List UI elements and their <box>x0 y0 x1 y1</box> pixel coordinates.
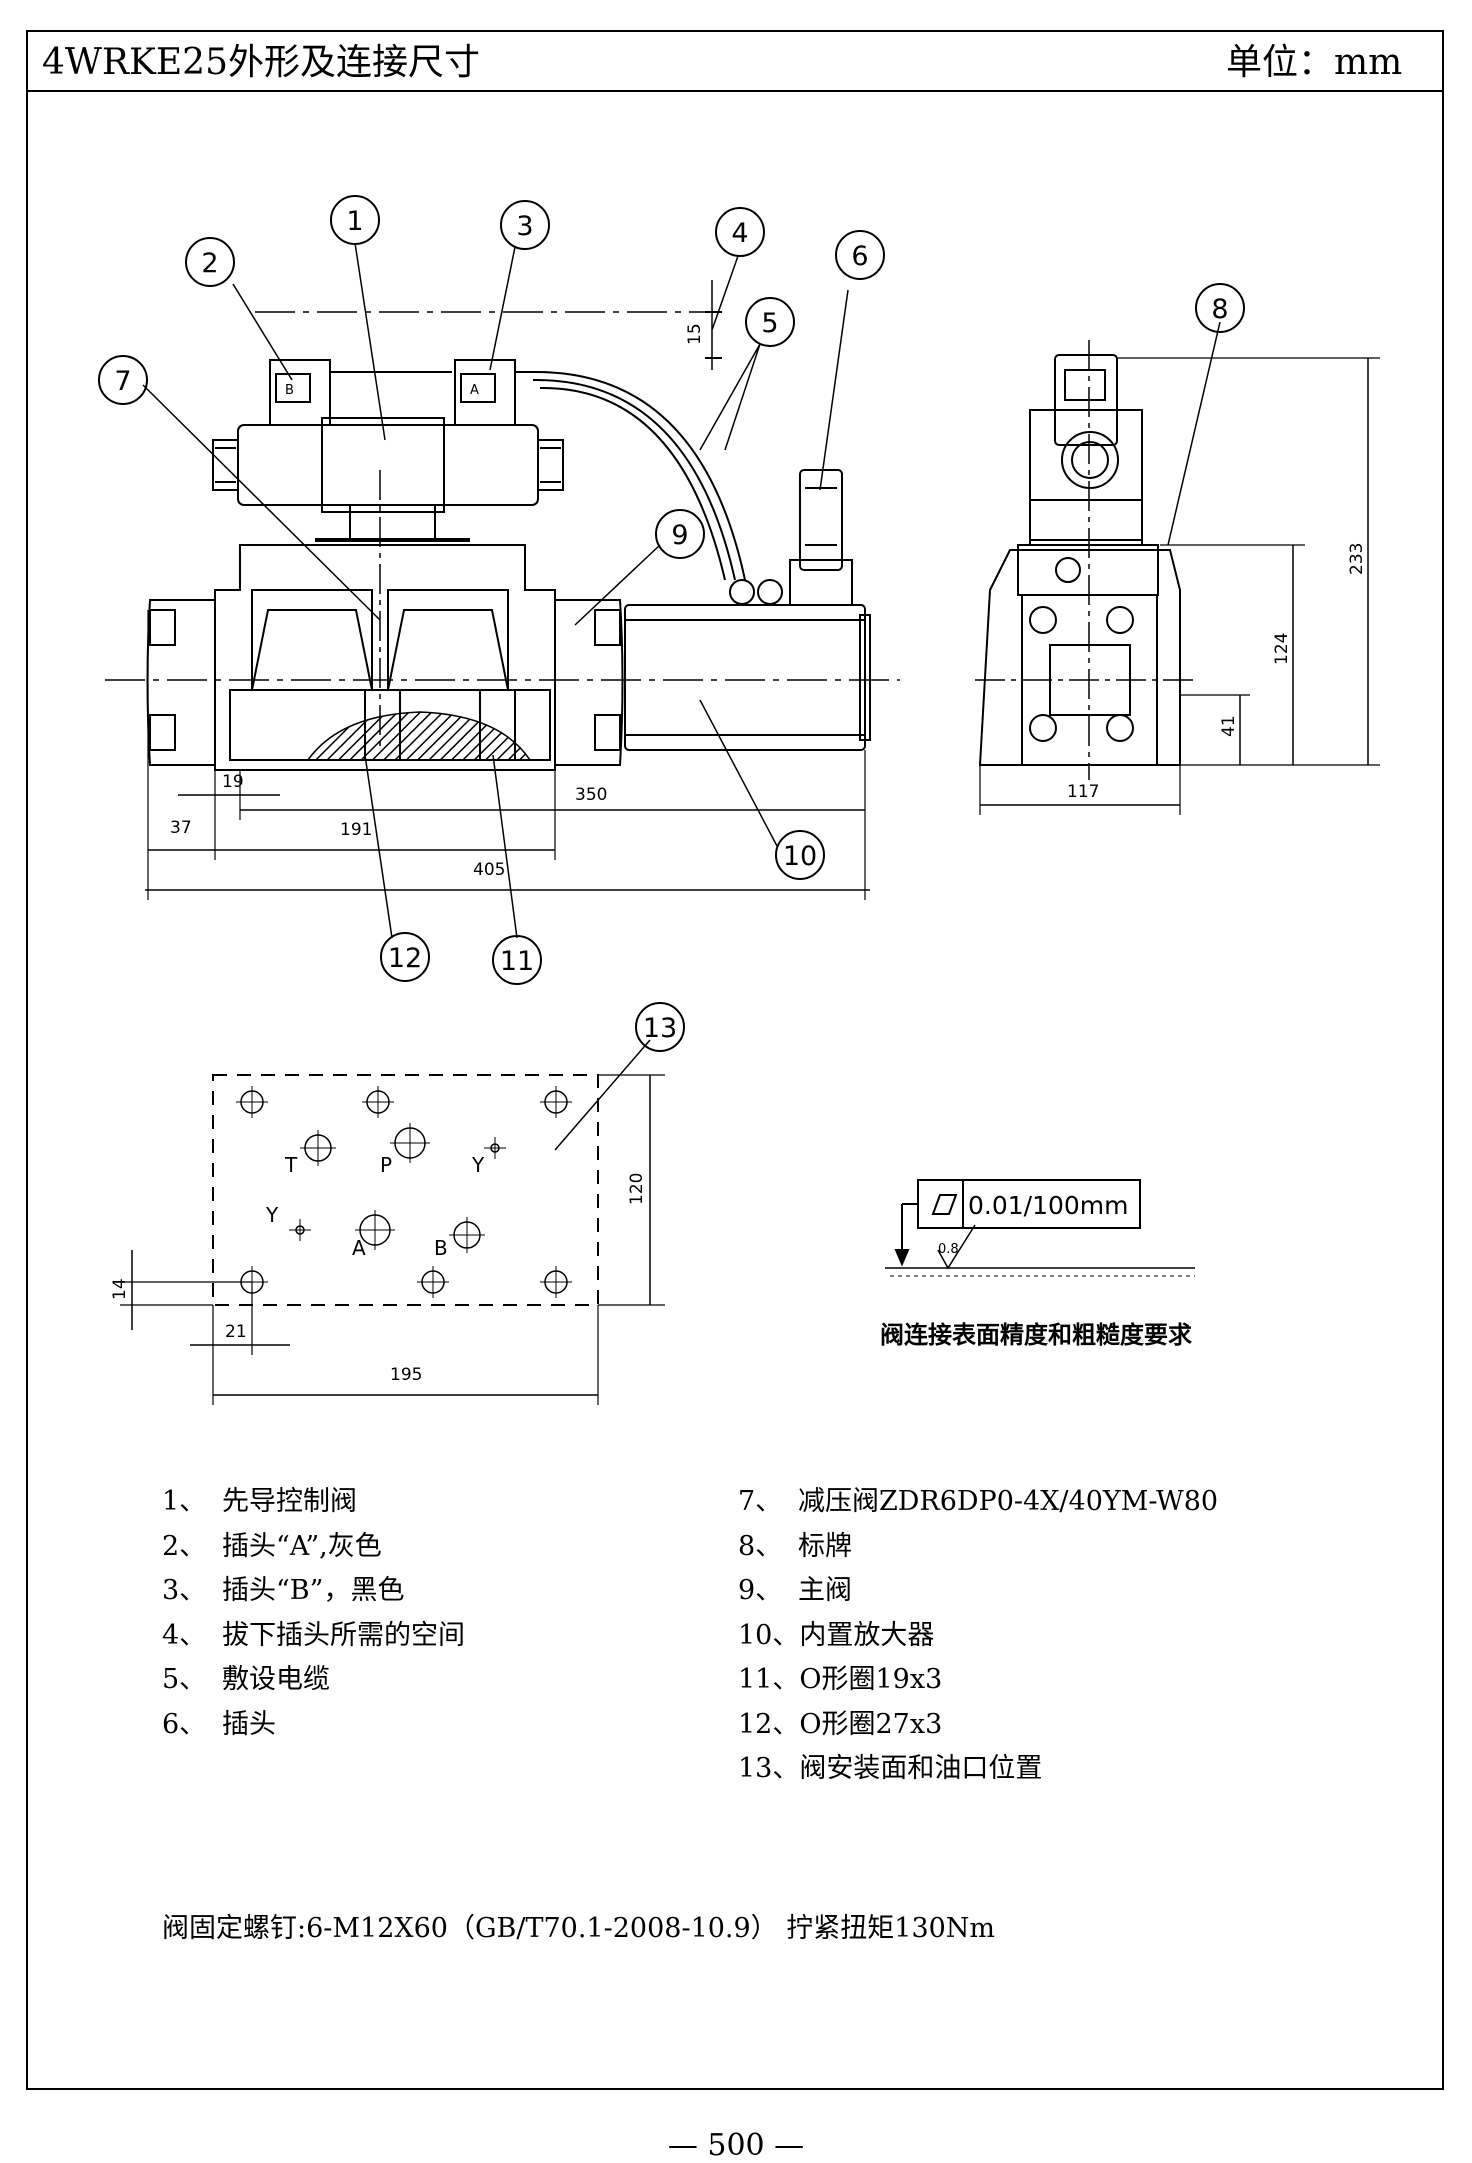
surface-tolerance-symbol <box>885 1179 1195 1277</box>
callout-13: 13 <box>643 1013 677 1044</box>
dim-19: 19 <box>222 772 244 792</box>
fastening-note: 阀固定螺钉:6-M12X60（GB/T70.1-2008-10.9） 拧紧扭矩1… <box>162 1913 996 1944</box>
surface-spec-caption: 阀连接表面精度和粗糙度要求 <box>880 1321 1192 1349</box>
port-label-b: B <box>434 1236 448 1260</box>
dim-14: 14 <box>110 1278 130 1300</box>
legend-item: 13、阀安装面和油口位置 <box>738 1753 1043 1784</box>
legend-item: 2、插头“A”,灰色 <box>162 1530 382 1562</box>
solenoid-mark-a: A <box>470 383 479 398</box>
tolerance-value: 0.01/100mm <box>968 1191 1129 1220</box>
callout-12: 12 <box>388 943 422 974</box>
callout-leaders <box>142 242 1221 1151</box>
port-label-y-1: Y <box>471 1153 485 1177</box>
dim-191: 191 <box>340 820 372 840</box>
callout-2: 2 <box>201 248 218 279</box>
callout-10: 10 <box>783 841 817 872</box>
roughness-value: 0.8 <box>938 1242 959 1257</box>
legend-item: 4、拔下插头所需的空间 <box>162 1619 465 1651</box>
legend-item: 9、主阀 <box>738 1575 852 1606</box>
legend-item: 8、标牌 <box>738 1530 852 1562</box>
callout-6: 6 <box>851 241 868 272</box>
callout-11: 11 <box>500 946 534 977</box>
front-view <box>105 280 900 900</box>
legend-item: 6、插头 <box>162 1708 276 1740</box>
dim-41: 41 <box>1219 715 1239 737</box>
dim-21: 21 <box>225 1322 247 1342</box>
dim-15: 15 <box>685 323 705 345</box>
dim-233: 233 <box>1347 543 1367 575</box>
unit-label: 单位：mm <box>1226 42 1403 83</box>
legend-item: 5、敷设电缆 <box>162 1664 330 1695</box>
dim-117: 117 <box>1067 782 1099 802</box>
legend-item: 1、先导控制阀 <box>162 1486 357 1517</box>
callout-7: 7 <box>114 366 131 397</box>
dim-37: 37 <box>170 818 192 838</box>
page-frame <box>26 30 1444 2090</box>
legend-item: 11、O形圈19x3 <box>738 1664 943 1695</box>
port-label-p: P <box>380 1153 392 1177</box>
callout-8: 8 <box>1211 294 1228 325</box>
legend-right: 7、减压阀ZDR6DP0-4X/40YM-W80 8、标牌 9、主阀 10、内置… <box>738 1480 1218 1792</box>
dim-405: 405 <box>473 860 505 880</box>
callout-4: 4 <box>731 218 748 249</box>
page-number: — 500 — <box>667 2128 805 2163</box>
dim-124: 124 <box>1272 633 1292 665</box>
callout-1: 1 <box>346 206 363 237</box>
dim-195: 195 <box>390 1365 422 1385</box>
port-label-y-2: Y <box>265 1203 279 1227</box>
legend-item: 7、减压阀ZDR6DP0-4X/40YM-W80 <box>738 1486 1219 1517</box>
header-divider <box>26 90 1444 92</box>
dim-120: 120 <box>627 1173 647 1205</box>
port-label-t: T <box>284 1153 298 1177</box>
callout-3: 3 <box>516 211 533 242</box>
dim-350: 350 <box>575 785 607 805</box>
legend-item: 3、插头“B”，黑色 <box>162 1575 405 1606</box>
page-title: 4WRKE25外形及连接尺寸 <box>42 42 480 83</box>
mounting-surface <box>120 1074 665 1405</box>
solenoid-mark-b: B <box>285 383 294 398</box>
callout-9: 9 <box>671 520 688 551</box>
legend-left: 1、先导控制阀 2、插头“A”,灰色 3、插头“B”，黑色 4、拔下插头所需的空… <box>162 1480 465 1747</box>
legend-item: 12、O形圈27x3 <box>738 1708 943 1740</box>
callout-5: 5 <box>761 308 778 339</box>
side-view <box>975 340 1380 815</box>
port-label-a: A <box>352 1236 366 1260</box>
callouts <box>98 195 1245 1052</box>
legend-item: 10、内置放大器 <box>738 1619 935 1651</box>
